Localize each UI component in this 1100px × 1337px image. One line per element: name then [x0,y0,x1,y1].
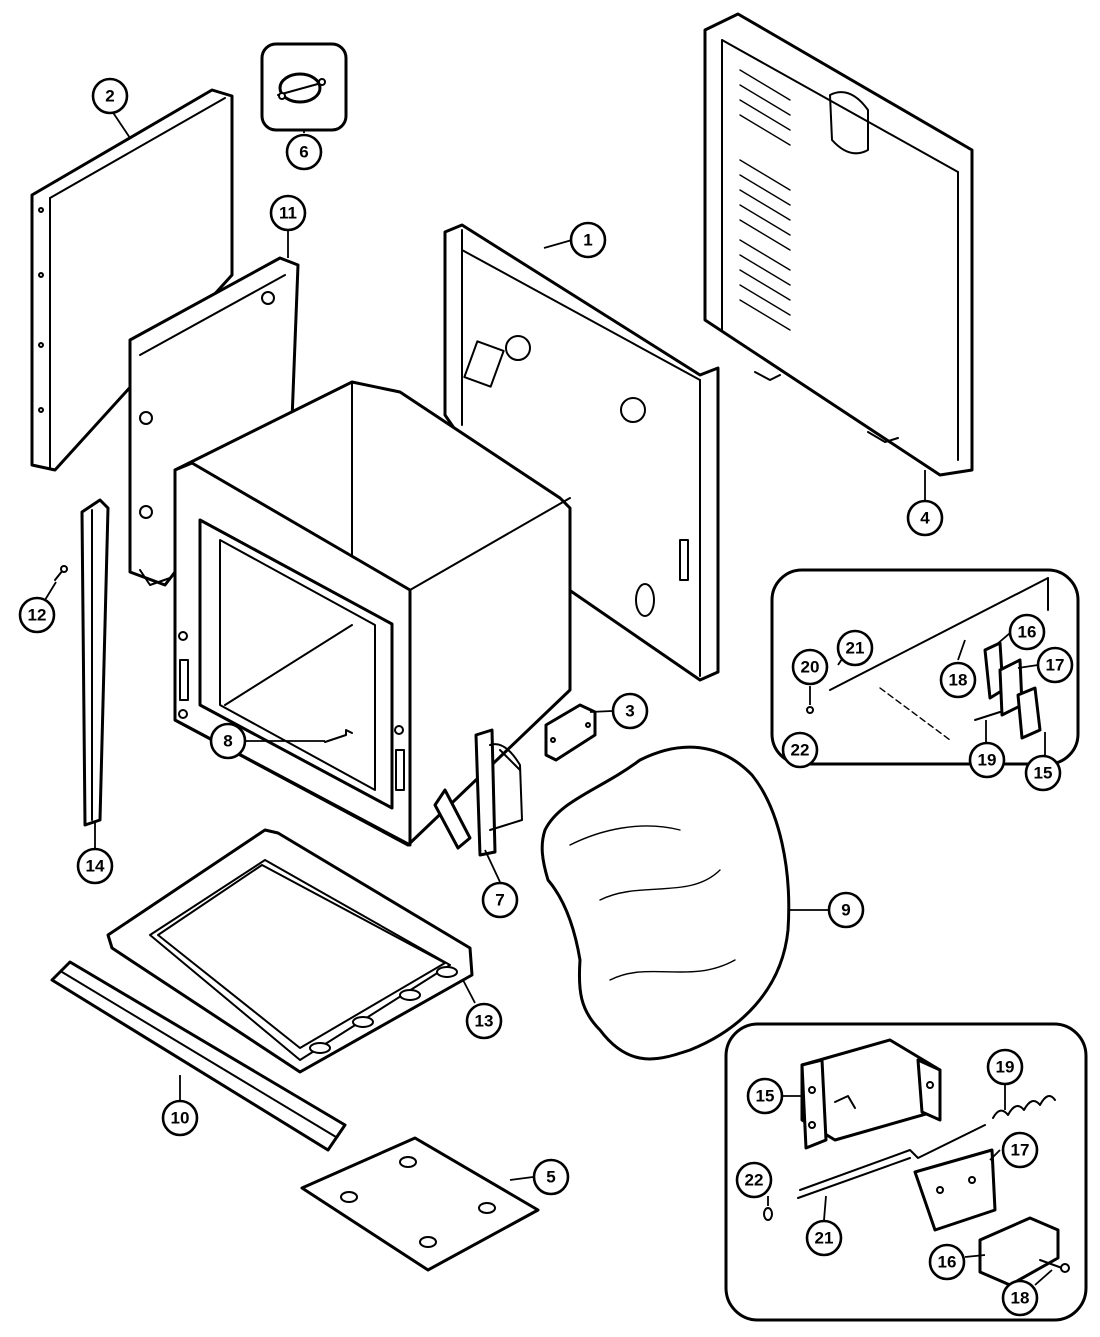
part-2-side-panel [30,88,234,472]
callout-1: 1 [569,221,607,259]
part-13-oven-bottom [106,828,474,1074]
callout-1-label: 1 [583,231,592,250]
callout-9: 9 [827,891,865,929]
callout-inset-a-18: 18 [939,661,977,699]
inset-latch-detail-large [724,1022,1088,1322]
callout-8: 8 [209,722,247,760]
callout-9-label: 9 [841,901,850,920]
callout-5-label: 5 [546,1168,555,1187]
callout-inset-b-21-label: 21 [815,1229,834,1248]
part-6-limit-switch [260,42,348,132]
callout-inset-b-15: 15 [746,1077,784,1115]
callout-inset-a-15: 15 [1024,754,1062,792]
leader-lines [44,107,1053,1286]
callout-13-label: 13 [475,1012,494,1031]
callout-inset-b-22-label: 22 [745,1171,764,1190]
callout-2-label: 2 [105,87,114,106]
callout-12: 12 [18,596,56,634]
callout-14: 14 [76,847,114,885]
part-10-front-trim [50,960,347,1152]
callout-inset-b-18: 18 [1001,1279,1039,1317]
callout-inset-a-17: 17 [1036,646,1074,684]
callout-inset-a-21-label: 21 [846,639,865,658]
callout-inset-a-20-label: 20 [801,658,820,677]
callout-inset-b-16-label: 16 [938,1253,957,1272]
callout-inset-a-15-label: 15 [1034,764,1053,783]
oven-cavity [173,380,572,847]
part-4-rear-cover [703,12,974,477]
callout-inset-a-19: 19 [968,741,1006,779]
callout-11-label: 11 [279,204,297,223]
callout-inset-a-20: 20 [791,648,829,686]
callout-inset-a-17-label: 17 [1046,656,1065,675]
callout-3: 3 [611,692,649,730]
part-8-screw [324,729,353,743]
callout-inset-a-16: 16 [1008,613,1046,651]
callout-inset-b-22: 22 [735,1161,773,1199]
callout-7-label: 7 [495,891,504,910]
callout-inset-a-18-label: 18 [949,671,968,690]
callout-inset-b-19-label: 19 [996,1058,1015,1077]
callout-4: 4 [906,499,944,537]
callout-inset-b-15-label: 15 [756,1087,775,1106]
part-7-hinge [433,728,523,857]
callout-13: 13 [465,1002,503,1040]
callout-14-label: 14 [86,857,105,876]
callout-12-label: 12 [28,606,47,625]
callout-inset-a-22: 22 [781,731,819,769]
callout-inset-b-19: 19 [986,1048,1024,1086]
callouts: 1 2 3 4 5 6 7 8 9 10 11 12 13 14 15 16 1… [18,77,1074,1317]
callout-inset-a-21: 21 [836,629,874,667]
callout-6-label: 6 [299,143,308,162]
part-14-trim-strip [80,498,110,827]
inset-latch-detail-small [770,568,1080,766]
callout-10: 10 [161,1099,199,1137]
callout-5: 5 [532,1158,570,1196]
callout-11: 11 [269,194,307,232]
part-3-bracket [544,703,597,762]
part-5-bottom-cover [300,1136,540,1272]
callout-inset-b-18-label: 18 [1011,1289,1030,1308]
callout-4-label: 4 [920,509,930,528]
callout-inset-a-16-label: 16 [1018,623,1037,642]
callout-inset-b-17-label: 17 [1011,1141,1030,1160]
callout-10-label: 10 [171,1109,190,1128]
callout-inset-b-21: 21 [805,1219,843,1257]
callout-6: 6 [285,133,323,171]
callout-inset-a-19-label: 19 [978,751,997,770]
callout-inset-b-16: 16 [928,1243,966,1281]
callout-8-label: 8 [223,732,232,751]
part-9-insulation [540,745,791,1061]
part-12-screw [54,565,68,581]
callout-7: 7 [481,881,519,919]
callout-inset-a-22-label: 22 [791,741,810,760]
callout-inset-b-17: 17 [1001,1131,1039,1169]
callout-3-label: 3 [625,702,634,721]
callout-2: 2 [91,77,129,115]
